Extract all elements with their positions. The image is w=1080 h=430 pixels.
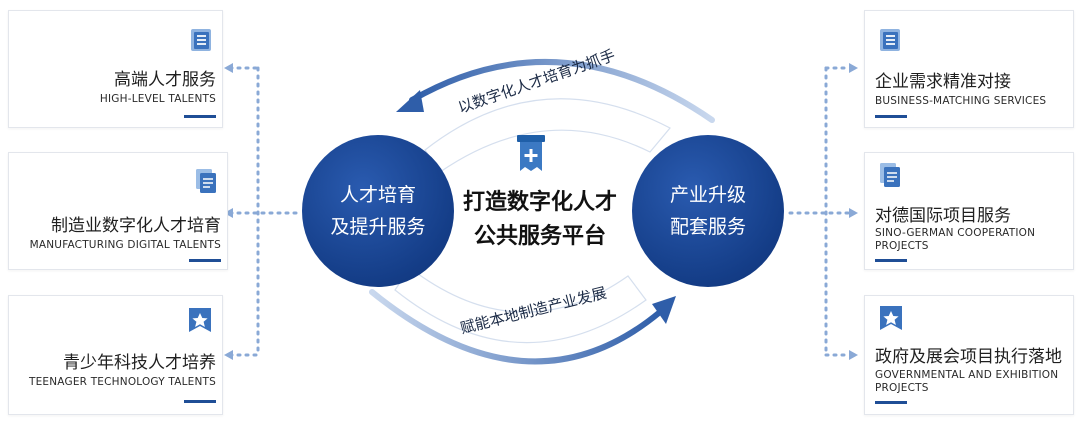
document-icon xyxy=(196,169,216,193)
talent-service-circle: 人才培育 及提升服务 xyxy=(302,135,454,287)
card-title-zh: 政府及展会项目执行落地 xyxy=(875,347,1062,367)
sino-german-cooperation-card[interactable]: 对德国际项目服务 SINO-GERMAN COOPERATION PROJECT… xyxy=(864,152,1074,270)
top-arrowhead xyxy=(396,90,424,112)
list-icon xyxy=(191,29,211,51)
top-arc-arrow xyxy=(409,59,715,123)
manufacturing-digital-talents-card[interactable]: 制造业数字化人才培育 MANUFACTURING DIGITAL TALENTS xyxy=(8,152,228,270)
card-title-en-line2: PROJECTS xyxy=(875,240,929,252)
star-badge-icon xyxy=(189,308,211,332)
bottom-arrowhead xyxy=(652,296,676,324)
card-accent-bar xyxy=(875,115,907,118)
card-title-en: SINO-GERMAN COOPERATION xyxy=(875,227,1036,239)
business-matching-card[interactable]: 企业需求精准对接 BUSINESS-MATCHING SERVICES xyxy=(864,10,1074,128)
teenager-technology-talents-card[interactable]: 青少年科技人才培养 TEENAGER TECHNOLOGY TALENTS xyxy=(8,295,223,415)
industry-service-circle: 产业升级 配套服务 xyxy=(632,135,784,287)
industry-circle-line1: 产业升级 xyxy=(669,184,746,206)
governmental-exhibition-card[interactable]: 政府及展会项目执行落地 GOVERNMENTAL AND EXHIBITION … xyxy=(864,295,1074,415)
card-title-en: BUSINESS-MATCHING SERVICES xyxy=(875,95,1047,107)
bottom-arc-band xyxy=(394,267,647,344)
card-accent-bar xyxy=(875,259,907,262)
star-badge-icon xyxy=(880,306,902,330)
card-title-en-line2: PROJECTS xyxy=(875,382,929,394)
talent-circle-line2: 及提升服务 xyxy=(330,216,426,238)
list-icon xyxy=(880,29,900,51)
card-title-zh: 青少年科技人才培养 xyxy=(63,353,216,373)
card-title-en: GOVERNMENTAL AND EXHIBITION xyxy=(875,369,1059,381)
card-accent-bar xyxy=(184,400,216,403)
left-connectors xyxy=(228,66,302,357)
right-arrowheads xyxy=(849,63,858,360)
card-title-zh: 高端人才服务 xyxy=(114,70,216,90)
card-title-en: MANUFACTURING DIGITAL TALENTS xyxy=(29,239,221,251)
platform-icon xyxy=(517,135,545,171)
card-title-zh: 对德国际项目服务 xyxy=(875,206,1011,226)
industry-circle-line2: 配套服务 xyxy=(669,216,746,238)
card-title-en: TEENAGER TECHNOLOGY TALENTS xyxy=(28,376,216,388)
center-title-line1: 打造数字化人才 xyxy=(462,190,617,215)
card-accent-bar xyxy=(875,401,907,404)
talent-circle-line1: 人才培育 xyxy=(339,184,416,206)
card-title-zh: 制造业数字化人才培育 xyxy=(51,216,221,236)
card-accent-bar xyxy=(189,259,221,262)
bottom-arc-arrow xyxy=(369,289,663,365)
top-arc-band xyxy=(424,98,671,173)
center-title-line2: 公共服务平台 xyxy=(473,224,606,249)
document-icon xyxy=(880,163,900,187)
card-accent-bar xyxy=(184,115,216,118)
high-level-talents-card[interactable]: 高端人才服务 HIGH-LEVEL TALENTS xyxy=(8,10,223,128)
card-title-zh: 企业需求精准对接 xyxy=(875,72,1011,92)
right-connectors xyxy=(788,66,852,357)
card-title-en: HIGH-LEVEL TALENTS xyxy=(99,93,216,105)
left-arrowheads xyxy=(224,63,233,360)
center-title: 打造数字化人才 公共服务平台 xyxy=(450,186,630,254)
